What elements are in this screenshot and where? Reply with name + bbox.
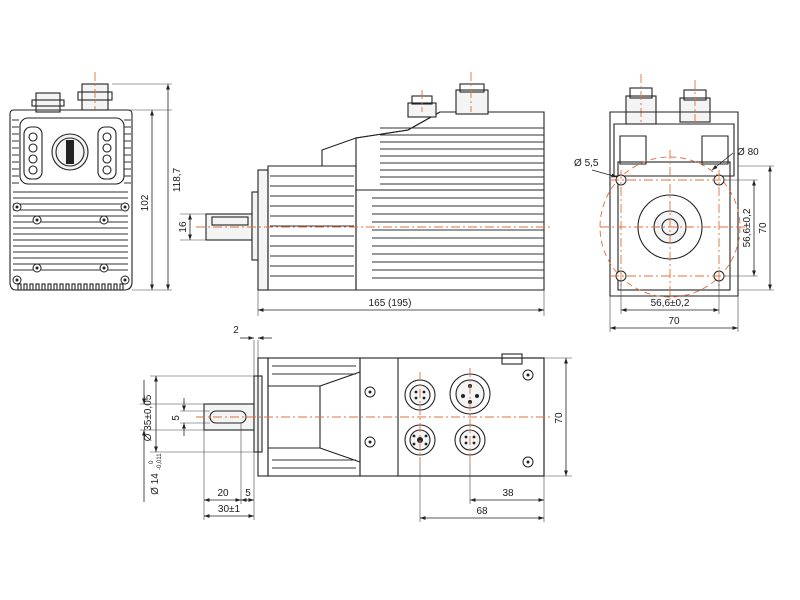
- front-screws: [12, 202, 130, 285]
- comb-tooth: [41, 283, 46, 291]
- comb-tooth: [17, 283, 22, 291]
- dim-length: 165 (195): [369, 298, 412, 309]
- side-view: 16 165 (195): [178, 72, 552, 316]
- label-hole-dia: Ø 5,5: [574, 158, 599, 169]
- comb-tooth: [113, 283, 118, 291]
- comb-tooth: [53, 283, 58, 291]
- front-connector-left: [35, 92, 61, 113]
- side-shaft: [205, 213, 253, 241]
- dim-shaft-height: 16: [178, 221, 189, 233]
- dim-flange-pitch-h: 56,6±0,2: [651, 298, 690, 309]
- side-electronics-housing: [355, 111, 545, 291]
- comb-tooth: [47, 283, 52, 291]
- comb-tooth: [95, 283, 100, 291]
- comb-tooth: [65, 283, 70, 291]
- dim-shaft-dia-tol-lower: -0,011: [157, 453, 163, 470]
- dim-flange-pitch-v: 56,6±0,2: [742, 208, 753, 247]
- comb-tooth: [29, 283, 34, 291]
- dim-pilot-dia: Ø 35±0,05: [143, 394, 154, 441]
- side-flange: [257, 169, 269, 291]
- flange-view: Ø 5,5 Ø 80 56,6±0,2 70 56,6±0,2 70: [574, 74, 774, 332]
- dim-shaft-dia: Ø 14: [150, 473, 161, 495]
- comb-tooth: [59, 283, 64, 291]
- front-side-fins: [12, 119, 131, 271]
- side-connector-right: [455, 89, 489, 115]
- dim-top-height: 70: [554, 412, 565, 424]
- dim-front-height-total: 118,7: [172, 167, 183, 192]
- dim-shaft-length: 30±1: [218, 504, 241, 515]
- dim-flange-height: 70: [758, 222, 769, 234]
- label-bolt-circle: Ø 80: [737, 147, 759, 158]
- comb-tooth: [89, 283, 94, 291]
- dim-flange-width: 70: [668, 316, 680, 327]
- dim-front-height-inner: 102: [140, 194, 151, 211]
- dim-shaft-dia-tol-upper: 0: [149, 460, 155, 464]
- side-fins: [270, 127, 544, 279]
- top-view: 2 70 5 Ø 35±0,05 Ø 14 0 -0,011 20 5: [140, 325, 572, 522]
- front-view: 102 118,7: [9, 72, 183, 291]
- comb-tooth: [107, 283, 112, 291]
- dim-key-length: 20: [217, 488, 229, 499]
- comb-tooth: [119, 283, 124, 291]
- comb-tooth: [83, 283, 88, 291]
- front-housing: [9, 109, 133, 291]
- dim-connector-pos: 38: [502, 488, 514, 499]
- dim-key-width: 5: [171, 415, 182, 421]
- front-leds: [28, 132, 112, 175]
- dim-step: 2: [233, 325, 239, 336]
- comb-tooth: [35, 283, 40, 291]
- comb-tooth: [23, 283, 28, 291]
- comb-tooth: [101, 283, 106, 291]
- dim-key-offset: 5: [245, 488, 251, 499]
- flange-square: [617, 161, 731, 291]
- side-motor-body: [267, 165, 357, 291]
- comb-tooth: [71, 283, 76, 291]
- mounting-holes: [615, 174, 725, 282]
- dim-connector-width: 68: [476, 506, 488, 517]
- comb-tooth: [77, 283, 82, 291]
- front-bottom-comb: [17, 283, 124, 291]
